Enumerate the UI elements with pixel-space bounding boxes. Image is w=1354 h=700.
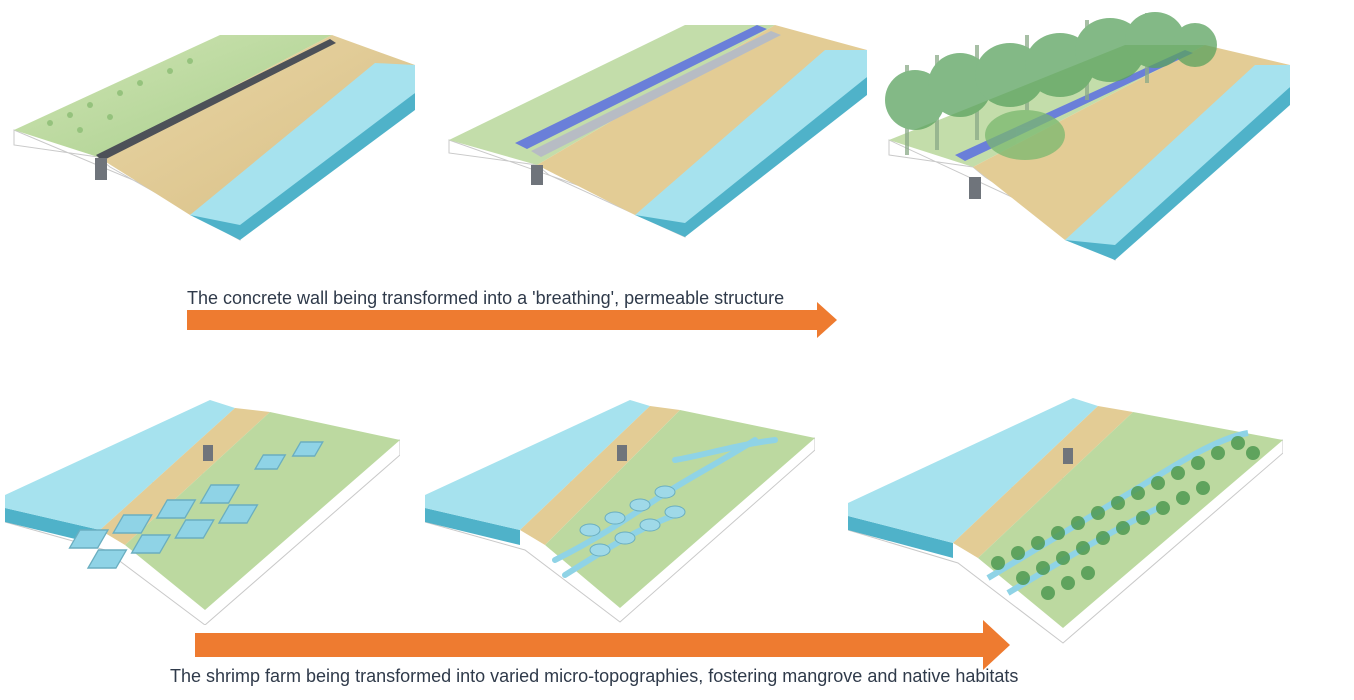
sand-area	[973, 45, 1290, 240]
caption-top: The concrete wall being transformed into…	[187, 288, 785, 308]
wall-footing	[95, 158, 107, 180]
concrete-wall	[96, 39, 336, 161]
wall-footing	[969, 177, 981, 199]
grass-area	[14, 35, 332, 157]
sand-area	[520, 406, 680, 545]
water-area	[1065, 65, 1290, 245]
wall-footing	[617, 445, 627, 461]
water-area	[425, 400, 650, 530]
wall-footing	[203, 445, 213, 461]
sand-area	[953, 406, 1133, 558]
arrow-top-shape	[187, 302, 837, 338]
caption-bottom: The shrimp farm being transformed into v…	[170, 666, 1019, 686]
shrimp-ponds	[68, 441, 324, 569]
diagram-top-stage-1-concrete-wall	[13, 35, 415, 241]
water-area	[635, 50, 867, 223]
sand-area	[537, 25, 867, 215]
water-side-face	[425, 508, 520, 545]
water-side-face	[848, 516, 953, 558]
raised-islands	[579, 485, 686, 557]
arrow-bottom-shape	[195, 620, 1010, 670]
grass-area	[125, 412, 400, 610]
arrow-bottom	[195, 620, 1010, 670]
wall-footing	[531, 165, 543, 185]
sand-area	[98, 35, 415, 215]
diagram-top-stage-3-forested-structure	[885, 12, 1290, 261]
water-area	[5, 400, 235, 530]
water-area	[190, 63, 415, 225]
arrow-top	[187, 302, 837, 338]
diagram-top-stage-2-permeable-structure	[448, 25, 867, 238]
shrub-cluster	[47, 58, 193, 133]
diagram-bottom-stage-1-shrimp-farm	[5, 400, 400, 625]
sand-area	[100, 408, 270, 545]
road-lanes	[531, 31, 781, 157]
permeable-road	[515, 25, 767, 149]
wall-footing	[1063, 448, 1073, 464]
tree-canopy	[885, 12, 1217, 160]
mangrove-trees	[991, 436, 1260, 600]
water-area	[848, 398, 1098, 543]
diagram-bottom-stage-2-micro-topography	[425, 400, 815, 623]
diagram-bottom-stage-3-mangrove-habitat	[848, 398, 1283, 644]
